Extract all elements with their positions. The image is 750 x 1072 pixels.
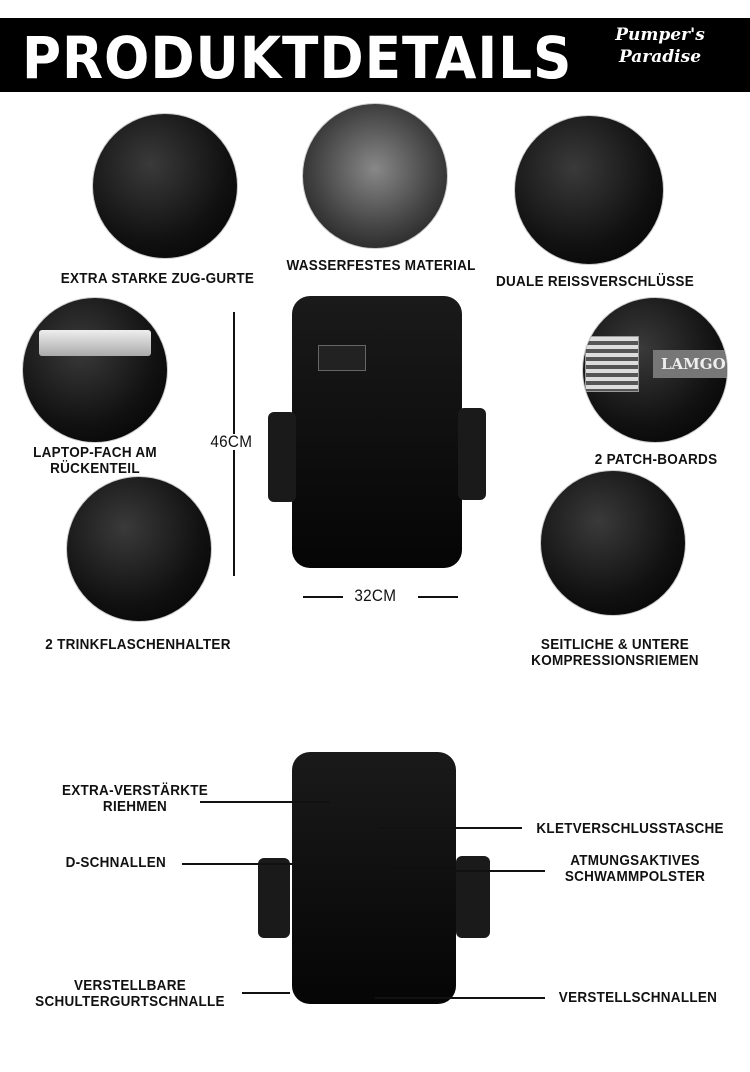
- label-line: SCHWAMMPOLSTER: [564, 868, 706, 885]
- label-line: VERSTELLBARE: [73, 977, 186, 994]
- width-dimension-line-right: [418, 596, 458, 598]
- pointer-line: [390, 870, 545, 872]
- back-adjust-label: VERSTELLSCHNALLEN: [558, 989, 718, 1006]
- label-line: SCHULTERGURTSCHNALLE: [35, 993, 225, 1010]
- label-line: RÜCKENTEIL: [50, 460, 140, 477]
- feature-zippers-label: DUALE REIßVERSCHLÜSSE: [495, 273, 694, 290]
- pointer-line: [375, 997, 545, 999]
- width-dimension-line-left: [303, 596, 343, 598]
- front-patch: [318, 345, 366, 371]
- back-dbuckles-label: D-SCHNALLEN: [65, 854, 167, 871]
- label-line: RIEHMEN: [102, 798, 168, 815]
- pointer-line: [378, 827, 522, 829]
- feature-waterproof-label: WASSERFESTES MATERIAL: [286, 257, 476, 274]
- backpack-back-image: [292, 752, 456, 1004]
- name-patch: LAMGO: [653, 350, 727, 378]
- bottle-back-right: [456, 856, 490, 938]
- pointer-line: [242, 992, 290, 994]
- feature-straps-label: EXTRA STARKE ZUG-GURTE: [60, 270, 255, 287]
- bottle-right: [458, 408, 486, 500]
- height-dimension: 46cm: [210, 432, 253, 451]
- patch-photo: LAMGO: [582, 297, 728, 443]
- bottle-holder-photo: [66, 476, 212, 622]
- compression-photo: [540, 470, 686, 616]
- width-dimension: 32cm: [354, 586, 397, 605]
- bottle-back-left: [258, 858, 290, 938]
- straps-photo: [92, 113, 238, 259]
- label-line: EXTRA-VERSTÄRKTE: [61, 782, 209, 799]
- laptop-photo: [22, 297, 168, 443]
- label-line: LAPTOP-FACH AM: [33, 444, 157, 461]
- flag-patch: [585, 336, 639, 392]
- label-line: SEITLICHE & UNTERE: [540, 636, 690, 653]
- feature-bottles-label: 2 TRINKFLASCHENHALTER: [45, 636, 231, 653]
- backpack-front-image: [292, 296, 462, 568]
- page-title: PRODUKTDETAILS: [22, 24, 573, 92]
- pointer-line: [182, 863, 327, 865]
- feature-patch-label: 2 PATCH-BOARDS: [594, 451, 718, 468]
- label-line: ATMUNGSAKTIVES: [570, 852, 700, 869]
- back-velcro-label: KLETVERSCHLUSSTASCHE: [536, 820, 724, 837]
- label-line: KOMPRESSIONSRIEMEN: [531, 652, 699, 669]
- bottle-left: [268, 412, 296, 502]
- waterproof-photo: [302, 103, 448, 249]
- zippers-photo: [514, 115, 664, 265]
- pointer-line: [200, 801, 330, 803]
